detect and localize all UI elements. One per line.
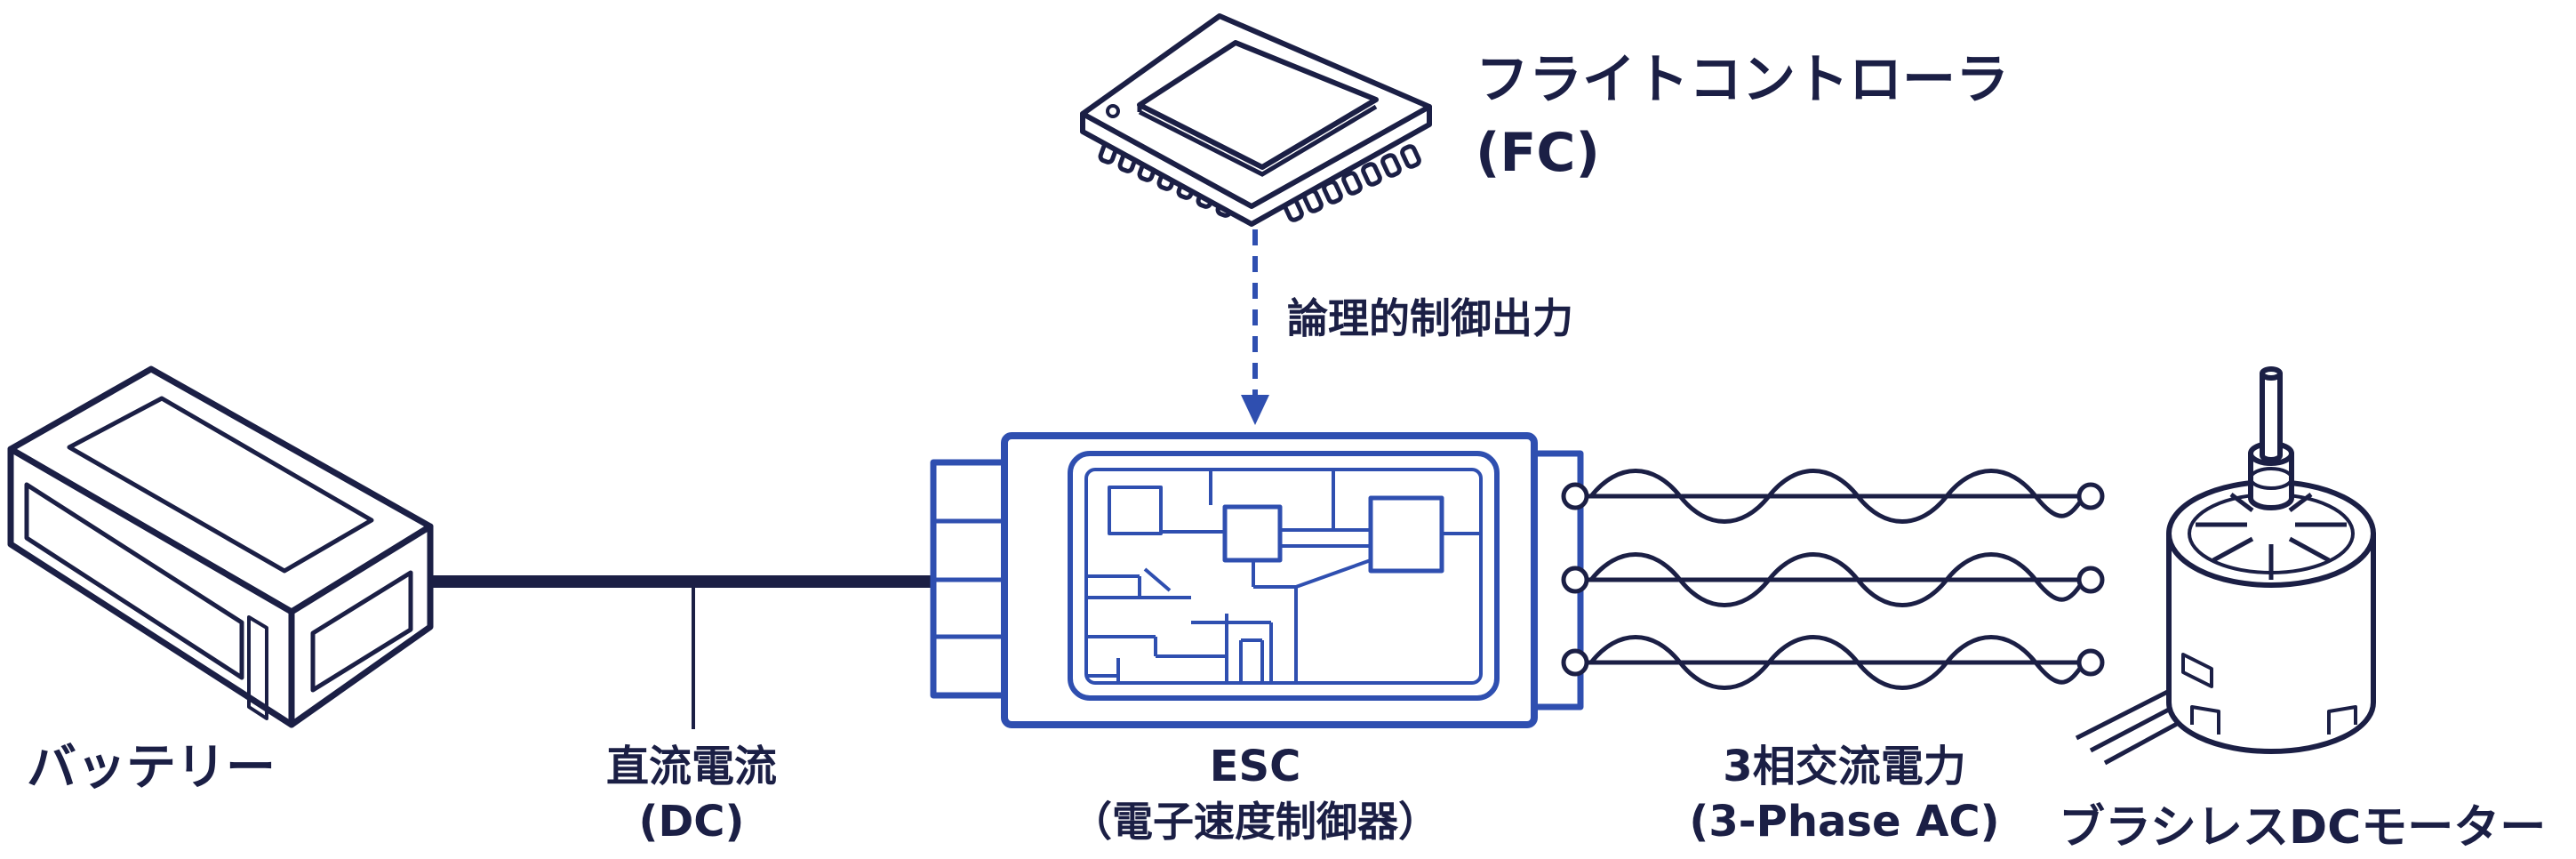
control-output-label: 論理的制御出力 — [1287, 294, 1573, 342]
ac-label: 3相交流電力 — [1723, 742, 1965, 791]
brushless-motor-icon — [2075, 366, 2376, 766]
microchip-icon — [1080, 13, 1432, 227]
dc-abbr-label: (DC) — [639, 797, 745, 847]
motor-label: ブラシレスDCモーター — [2059, 801, 2546, 855]
fc-abbr-label: (FC) — [1476, 122, 1600, 184]
esc-subtitle-label: （電子速度制御器） — [1071, 798, 1439, 846]
dc-label: 直流電流 — [606, 742, 777, 791]
dc-cable — [430, 575, 933, 729]
battery-label: バッテリー — [27, 739, 276, 797]
control-signal-arrow — [1241, 229, 1269, 425]
esc-label: ESC — [1210, 742, 1301, 791]
three-phase-wires — [1561, 469, 2105, 690]
battery-icon — [7, 365, 434, 728]
circuit-board-icon — [930, 432, 1584, 728]
fc-label: フライトコントローラ — [1476, 49, 2009, 111]
ac-abbr-label: (3-Phase AC) — [1689, 797, 1999, 847]
